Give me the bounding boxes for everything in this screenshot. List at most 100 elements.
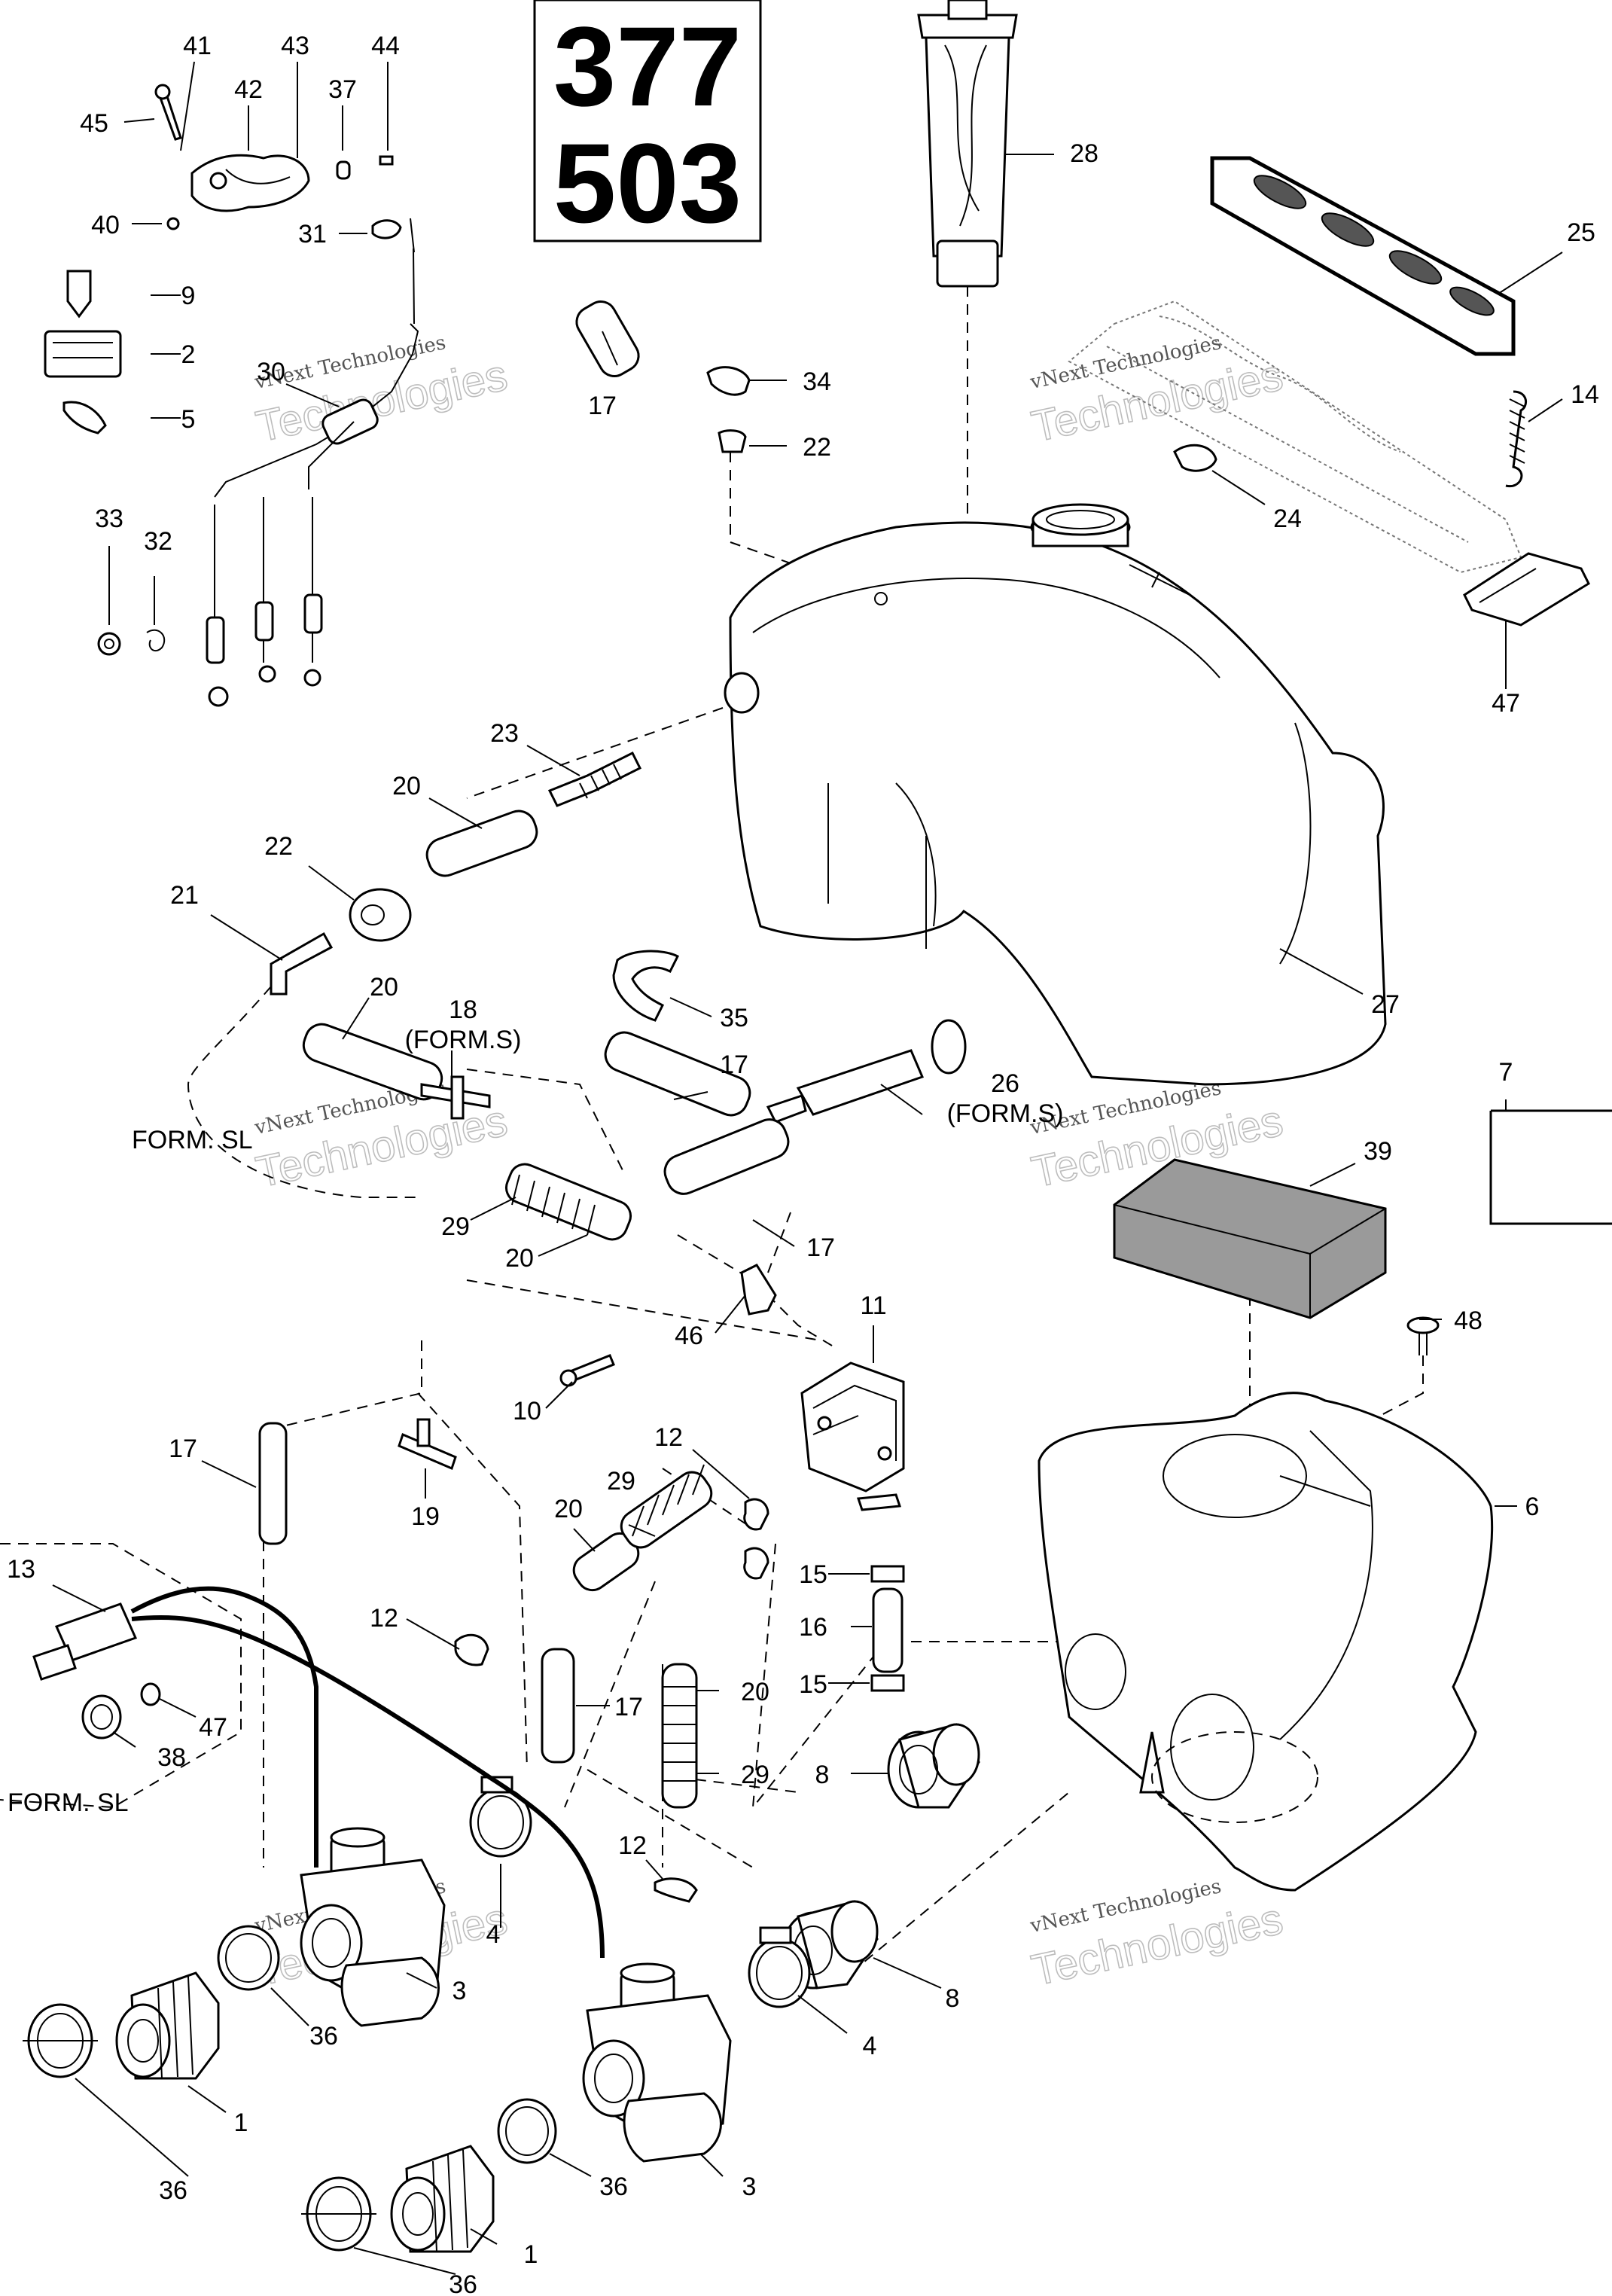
model-title-box: 377 503 <box>533 0 762 246</box>
callout: 13 <box>7 1555 35 1584</box>
callout: 9 <box>181 282 196 310</box>
callout: 21 <box>170 881 199 910</box>
form-sl-label-upper: FORM. SL <box>132 1126 253 1154</box>
callout: 26 <box>991 1069 1019 1098</box>
clamp-12-lower <box>654 1877 698 1903</box>
form-s-label-26: (FORM.S) <box>947 1099 1064 1128</box>
callout: 16 <box>799 1613 827 1642</box>
callout: 5 <box>181 405 196 434</box>
inline-filter-16 <box>870 1565 905 1692</box>
rivet-48 <box>1406 1316 1440 1355</box>
check-valve-23 <box>547 751 642 807</box>
callout: 11 <box>860 1291 886 1320</box>
form-labels: (FORM.S) (FORM.S) FORM. SL FORM. SL <box>8 1026 1063 1817</box>
callout: 22 <box>803 433 831 462</box>
callout: 3 <box>742 2173 757 2201</box>
intake-clamp-36-b <box>23 2003 98 2078</box>
callout: 12 <box>370 1604 398 1633</box>
callout: 23 <box>490 719 519 748</box>
callout: 20 <box>741 1678 769 1706</box>
clamp-4-lower <box>748 1926 811 2008</box>
callout: 36 <box>309 2022 338 2051</box>
callout: 8 <box>815 1761 830 1789</box>
leader-lines <box>52 61 1563 2275</box>
callout: 33 <box>95 505 123 533</box>
callout: 17 <box>806 1233 835 1262</box>
hose-17-lower-mid <box>663 1118 790 1195</box>
tank-strap-dotted <box>1068 300 1590 627</box>
callout: 37 <box>328 75 357 104</box>
callout: 6 <box>1525 1493 1540 1521</box>
elbow-fitting-21 <box>270 932 334 996</box>
filter-pad-39 <box>1113 1158 1387 1319</box>
callout: 36 <box>449 2270 477 2296</box>
callout: 35 <box>720 1004 748 1032</box>
t-fitting-19 <box>398 1418 457 1471</box>
callout: 42 <box>234 75 263 104</box>
vent-hose-17-top <box>575 300 751 453</box>
hose-29-corrugated-mid <box>620 1464 713 1549</box>
hose-17-left <box>258 1422 288 1545</box>
hose-20-upper <box>425 810 538 877</box>
callout: 17 <box>588 392 617 420</box>
callout: 27 <box>1371 990 1400 1019</box>
callout: 30 <box>257 358 285 386</box>
callout: 47 <box>199 1713 227 1742</box>
callout: 44 <box>371 32 400 60</box>
callout: 15 <box>799 1670 827 1699</box>
form-s-label-18: (FORM.S) <box>405 1026 522 1054</box>
model-number-503: 503 <box>553 120 742 246</box>
watermark: Technologies vNext Technologies <box>1027 1875 1287 1996</box>
callout: 1 <box>524 2240 538 2269</box>
callout: 19 <box>411 1502 440 1531</box>
grommet-22 <box>349 888 412 942</box>
callout: 31 <box>298 220 327 249</box>
callout: 4 <box>486 1920 501 1949</box>
callout: 45 <box>80 109 108 138</box>
intake-clamp-36-a <box>217 1925 280 1991</box>
callout-numbers: 41 42 43 44 45 37 40 31 9 2 5 30 33 32 2… <box>7 32 1599 2296</box>
callout: 32 <box>144 527 172 556</box>
hose-20-mid <box>302 1023 443 1101</box>
callout: 7 <box>1499 1058 1513 1087</box>
callout: 36 <box>159 2176 187 2205</box>
callout: 29 <box>441 1212 470 1241</box>
callout: 47 <box>1492 689 1520 718</box>
form-sl-label-lower: FORM. SL <box>8 1788 129 1817</box>
callout: 17 <box>720 1050 748 1079</box>
callout: 34 <box>803 367 831 396</box>
callout: 15 <box>799 1560 827 1589</box>
callout: 10 <box>513 1397 541 1425</box>
watermarks: Technologies vNext Technologies Technolo… <box>251 331 1287 1996</box>
clamp-12-upper <box>743 1498 769 1580</box>
callout: 29 <box>607 1467 635 1496</box>
intake-clamp-36-d <box>301 2176 376 2252</box>
carb-adaptor-8-upper <box>887 1723 980 1809</box>
callout: 43 <box>281 32 309 60</box>
hose-17-mid-low <box>541 1648 575 1764</box>
callout: 28 <box>1070 139 1099 168</box>
callout: 41 <box>183 32 212 60</box>
callout: 24 <box>1273 505 1302 533</box>
callout: 14 <box>1571 380 1599 409</box>
callout: 39 <box>1364 1137 1392 1166</box>
callout: 3 <box>453 1977 467 2005</box>
callout: 38 <box>157 1743 186 1772</box>
clamp-4-upper <box>469 1776 532 1858</box>
callout: 29 <box>741 1761 769 1789</box>
watermark: Technologies vNext Technologies <box>251 331 512 452</box>
t-fitting-18 <box>420 1075 491 1120</box>
filler-strainer-28 <box>917 0 1018 288</box>
carburetor-3-lower <box>582 1962 732 2163</box>
throttle-cable-assembly <box>44 84 419 707</box>
callout: 20 <box>370 973 398 1002</box>
callout: 12 <box>654 1423 683 1452</box>
clamp-35 <box>612 950 680 1022</box>
carburetor-3-upper <box>300 1827 446 2027</box>
callout: 12 <box>618 1831 647 1860</box>
clamp-12-mid <box>454 1633 489 1666</box>
callout: 48 <box>1454 1307 1482 1335</box>
callout: 2 <box>181 340 196 369</box>
air-silencer-6 <box>1038 1392 1494 1892</box>
